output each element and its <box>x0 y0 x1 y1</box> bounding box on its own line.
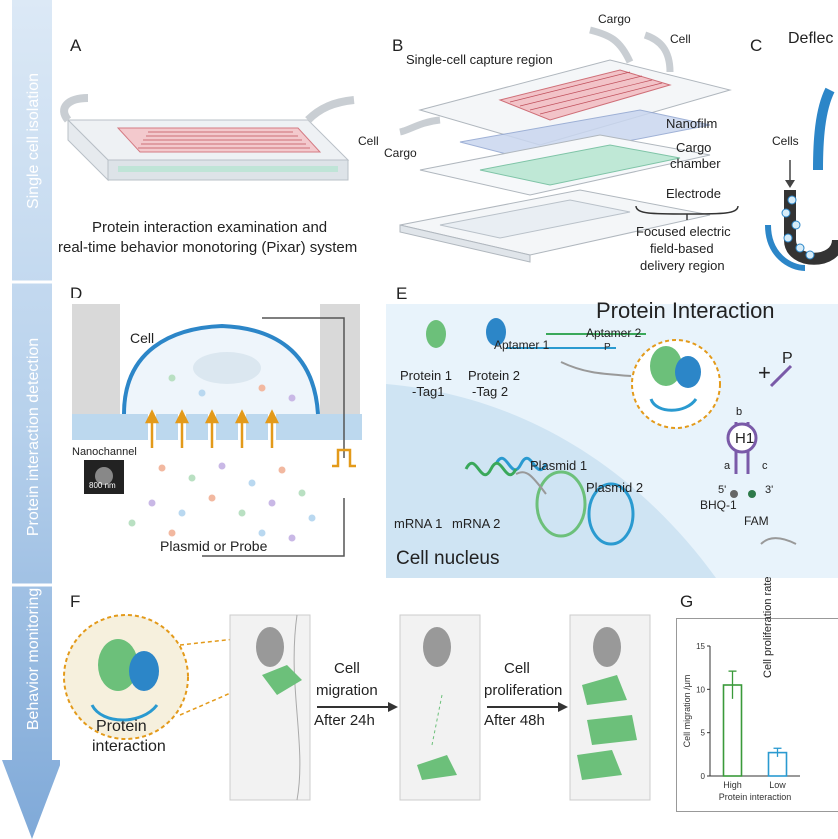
label-cargo-top: Cargo <box>598 12 631 26</box>
nanochannel-diagram <box>62 298 362 576</box>
label-h1: H1 <box>735 430 755 447</box>
label-cargo-chamber-1: Cargo <box>676 140 712 155</box>
label-aptamer2: Aptamer 2 <box>586 326 642 340</box>
label-a: a <box>724 460 731 472</box>
y-tick-label: 0 <box>701 772 706 781</box>
label-cell-d: Cell <box>130 330 155 346</box>
protein-interaction-diagram <box>386 304 838 578</box>
label-cells: Cells <box>772 134 799 148</box>
label-plasmid2: Plasmid 2 <box>586 480 644 495</box>
panel-c-letter: C <box>750 36 763 55</box>
x-axis-label: Protein interaction <box>719 792 792 802</box>
label-nucleus: Cell nucleus <box>396 548 500 569</box>
behavior-monitoring-diagram <box>63 614 651 801</box>
label-focused-3: delivery region <box>640 258 725 273</box>
y-axis-label: Cell migration /μm <box>682 675 692 748</box>
panel-f-letter: F <box>70 592 81 611</box>
label-nanofilm: Nanofilm <box>666 116 718 131</box>
chart-frame <box>676 618 838 812</box>
label-three-prime: 3' <box>765 484 774 496</box>
pixar-chip-illustration <box>60 94 355 182</box>
label-electrode: Electrode <box>666 186 721 201</box>
deflection-channel <box>765 87 838 271</box>
label-cell-top: Cell <box>670 32 691 46</box>
label-c: c <box>762 460 768 472</box>
x-tick-label: High <box>723 780 742 790</box>
label-interaction: interaction <box>92 738 166 755</box>
panel-a-letter: A <box>70 36 82 55</box>
label-protein1-a: Protein 1 <box>400 368 453 383</box>
label-focused-1: Focused electric <box>636 224 731 239</box>
x-tick-label: Low <box>769 780 786 790</box>
y-tick-label: 10 <box>696 685 705 694</box>
label-b: b <box>736 406 743 418</box>
panel-b-letter: B <box>392 36 404 55</box>
label-p-small: P <box>604 342 611 353</box>
label-aptamer1: Aptamer 1 <box>494 338 550 352</box>
label-cell-migration-1: Cell <box>334 660 360 677</box>
label-protein1-b: -Tag1 <box>412 384 445 399</box>
label-single-cell-capture: Single-cell capture region <box>406 52 553 67</box>
label-five-prime: 5' <box>718 484 727 496</box>
label-nanochannel: Nanochannel <box>72 446 137 458</box>
label-fam: FAM <box>744 514 769 528</box>
section-label-detection: Protein interaction detection <box>25 337 42 537</box>
section-label-isolation: Single cell isolation <box>25 72 42 210</box>
y-tick-label: 15 <box>696 642 705 651</box>
section-label-behavior: Behavior monitoring <box>25 587 42 731</box>
label-proliferation: proliferation <box>484 682 563 699</box>
panel-e-letter: E <box>396 284 408 303</box>
chip-exploded-view <box>399 26 732 263</box>
label-plasmid1: Plasmid 1 <box>530 458 588 473</box>
y-tick-label: 5 <box>701 729 706 738</box>
side-arrow <box>2 0 60 839</box>
label-protein2-b: -Tag 2 <box>472 384 509 399</box>
panel-g-letter: G <box>680 592 694 611</box>
label-p-big: P <box>782 350 793 367</box>
label-migration: migration <box>316 682 378 699</box>
panel-c-title: Deflec <box>788 30 834 47</box>
label-protein2-a: Protein 2 <box>468 368 521 383</box>
label-after24: After 24h <box>314 712 375 729</box>
chart-second-ylabel: Cell proliferation rate <box>762 576 774 679</box>
label-mrna1: mRNA 1 <box>394 516 443 531</box>
plasmid-dots <box>128 374 316 542</box>
label-protein: Protein <box>96 718 147 735</box>
label-focused-2: field-based <box>650 241 714 256</box>
panel-a-caption-2: real-time behavior monotoring (Pixar) sy… <box>58 239 358 256</box>
label-bhq: BHQ-1 <box>700 498 737 512</box>
label-cargo-chamber-2: chamber <box>670 156 721 171</box>
label-plasmid-probe: Plasmid or Probe <box>160 538 268 554</box>
label-cell-proliferation-1: Cell <box>504 660 530 677</box>
label-cargo-left: Cargo <box>384 146 417 160</box>
label-scale: 800 nm <box>89 481 116 490</box>
label-mrna2: mRNA 2 <box>452 516 501 531</box>
brace-icon <box>635 205 739 220</box>
label-cell-left: Cell <box>358 134 379 148</box>
panel-e-title: Protein Interaction <box>596 298 775 323</box>
panel-a-caption-1: Protein interaction examination and <box>92 219 328 236</box>
label-plus: + <box>758 360 771 385</box>
label-after48: After 48h <box>484 712 545 729</box>
